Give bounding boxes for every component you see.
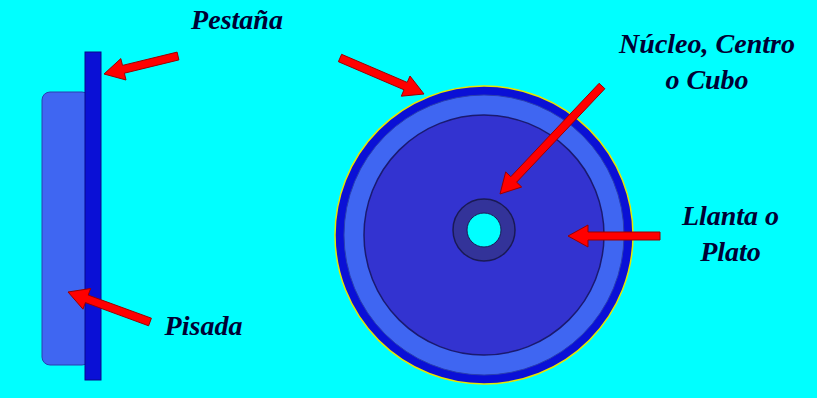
pointer-arrow <box>500 83 605 194</box>
flange-side <box>85 52 101 380</box>
pointer-arrow <box>338 54 424 96</box>
hub <box>453 199 515 261</box>
wheel-plate <box>364 115 604 355</box>
part-label: Pestaña <box>172 2 302 38</box>
part-label: Núcleo, Centro o Cubo <box>612 26 802 98</box>
pointer-arrow <box>568 225 660 247</box>
part-label: Pisada <box>146 308 261 344</box>
pointer-arrow <box>104 52 179 80</box>
part-label: Llanta o Plato <box>668 198 793 270</box>
tread-side <box>42 92 90 365</box>
axle-hole <box>467 213 501 247</box>
pointer-arrow <box>68 289 151 326</box>
